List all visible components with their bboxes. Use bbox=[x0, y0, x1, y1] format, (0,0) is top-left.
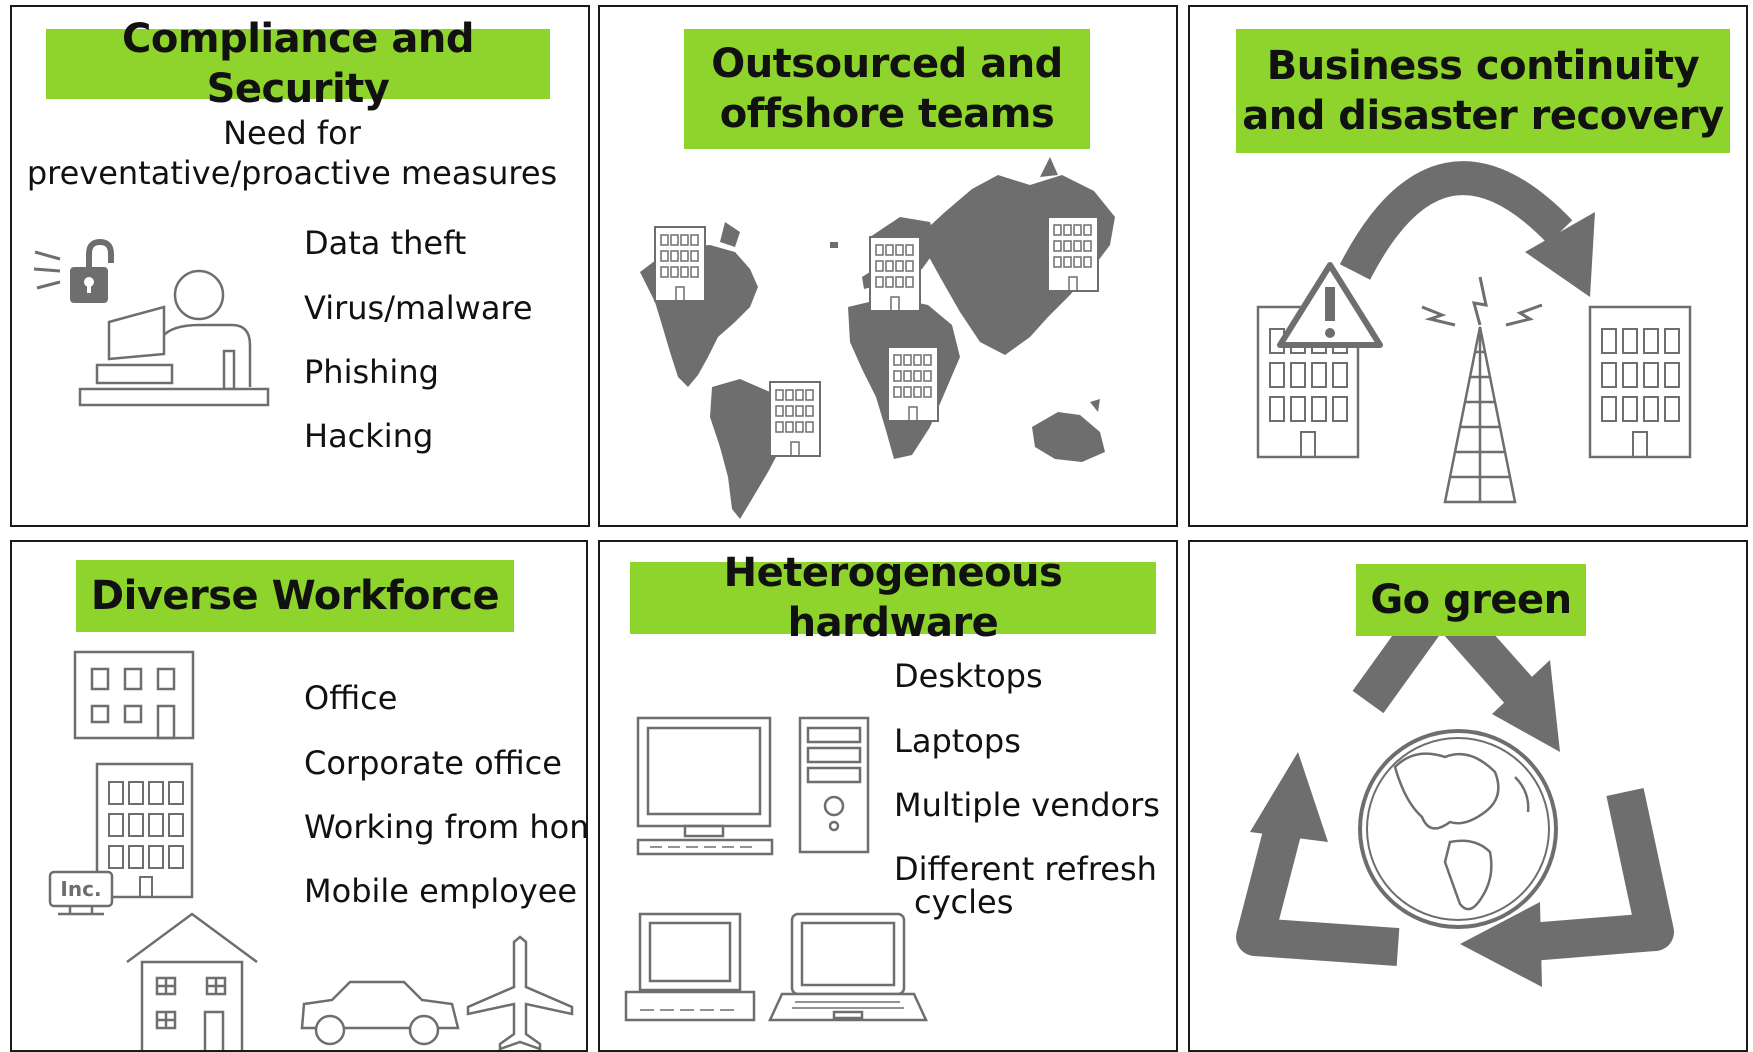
airplane-icon bbox=[466, 935, 574, 1050]
list-item: Phishing bbox=[304, 353, 439, 391]
list-item: Different refresh bbox=[894, 850, 1157, 888]
panel-diverse-workforce: Diverse Workforce Inc. Office Corporate … bbox=[10, 540, 588, 1052]
panel-go-green: Go green bbox=[1188, 540, 1748, 1052]
office-building-icon bbox=[1588, 305, 1692, 459]
warning-triangle-icon bbox=[1277, 262, 1383, 348]
subtitle-line: preventative/proactive measures bbox=[26, 154, 558, 192]
tower-pc-icon bbox=[798, 716, 870, 854]
title-line: Outsourced and bbox=[711, 41, 1063, 87]
list-item: Virus/malware bbox=[304, 289, 533, 327]
monitor-icon bbox=[636, 716, 774, 856]
panel-heterogeneous-hardware: Heterogeneous hardware Desktops Laptops … bbox=[598, 540, 1178, 1052]
small-desktop-icon bbox=[624, 912, 756, 1022]
list-item: Working from home bbox=[304, 808, 586, 846]
office-building-icon bbox=[769, 381, 821, 457]
title-line: offshore teams bbox=[719, 91, 1055, 137]
world-map-icon bbox=[640, 157, 1115, 519]
person-at-computer-icon bbox=[33, 238, 270, 407]
panel-title: Go green bbox=[1356, 564, 1586, 636]
list-item: Mobile employee bbox=[304, 872, 578, 910]
panel-title: Business continuity and disaster recover… bbox=[1236, 29, 1730, 153]
panel-title: Compliance and Security bbox=[46, 16, 550, 112]
house-icon bbox=[126, 912, 258, 1050]
subtitle-line: Need for bbox=[223, 114, 361, 152]
list-item: Corporate office bbox=[304, 744, 562, 782]
curved-arrow-icon bbox=[1339, 161, 1595, 297]
panel-title: Heterogeneous hardware bbox=[630, 550, 1156, 646]
globe-icon bbox=[1358, 729, 1558, 929]
car-icon bbox=[300, 980, 460, 1046]
list-item: cycles bbox=[914, 883, 1014, 921]
office-icon bbox=[73, 650, 195, 740]
list-item: Hacking bbox=[304, 417, 434, 455]
corporate-building-icon bbox=[48, 762, 194, 916]
title-line: and disaster recovery bbox=[1242, 93, 1724, 139]
office-building-icon bbox=[887, 346, 939, 422]
inc-badge: Inc. bbox=[60, 877, 102, 901]
panel-title: Diverse Workforce bbox=[76, 560, 514, 632]
panel-title: Outsourced and offshore teams bbox=[684, 29, 1090, 149]
panel-outsourced-teams: Outsourced and offshore teams bbox=[598, 5, 1178, 527]
title-line: Business continuity bbox=[1266, 43, 1700, 89]
office-building-icon bbox=[1047, 216, 1099, 292]
panel-compliance-security: Compliance and Security Need for prevent… bbox=[10, 5, 590, 527]
office-building-icon bbox=[654, 226, 706, 302]
open-padlock-icon bbox=[33, 238, 114, 303]
list-item: Desktops bbox=[894, 657, 1043, 695]
list-item: Multiple vendors bbox=[894, 786, 1160, 824]
laptop-icon bbox=[768, 912, 928, 1022]
office-building-icon bbox=[869, 236, 921, 312]
recycle-arrows-icon bbox=[1236, 583, 1674, 987]
radio-tower-icon bbox=[1421, 276, 1543, 504]
panel-business-continuity: Business continuity and disaster recover… bbox=[1188, 5, 1748, 527]
list-item: Office bbox=[304, 679, 398, 717]
list-item: Data theft bbox=[304, 224, 467, 262]
list-item: Laptops bbox=[894, 722, 1021, 760]
